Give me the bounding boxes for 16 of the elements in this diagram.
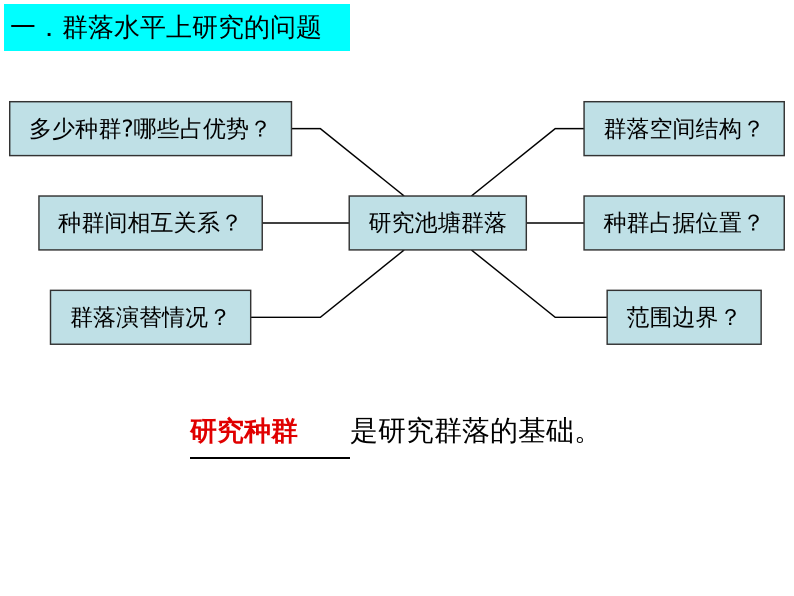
node-box: 种群间相互关系？ (38, 195, 263, 251)
connector (262, 222, 350, 224)
connector (526, 222, 584, 224)
node-box: 群落演替情况？ (50, 290, 252, 345)
slide-title: 一．群落水平上研究的问题 (4, 4, 350, 51)
node-box: 研究池塘群落 (348, 195, 528, 251)
connector (250, 249, 405, 318)
node-box: 种群占据位置？ (583, 195, 785, 251)
connector (470, 249, 608, 318)
node-box: 多少种群?哪些占优势？ (9, 101, 292, 156)
node-box: 群落空间结构？ (583, 101, 785, 156)
connector (292, 128, 405, 197)
fill-in-line: 研究种群 (190, 413, 350, 459)
sentence-text: 是研究群落的基础。 (350, 414, 602, 447)
node-box: 范围边界？ (606, 290, 762, 345)
connector (470, 128, 584, 197)
